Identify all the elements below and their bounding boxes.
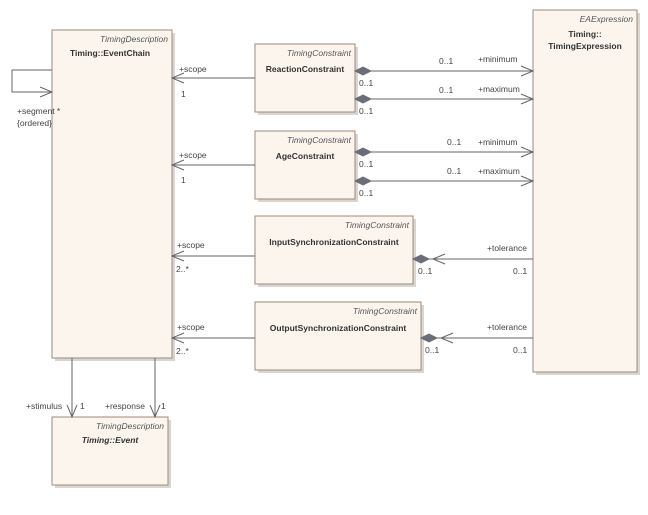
input-scope-mult: 2..*	[176, 264, 189, 274]
event-stereotype: TimingDescription	[96, 421, 164, 431]
output-tolerance-mult-source: 0..1	[425, 345, 439, 355]
timing-expression-name-line1: Timing::	[568, 29, 602, 39]
reaction-constraint-stereotype: TimingConstraint	[287, 48, 352, 58]
association-stimulus[interactable]: +stimulus 1	[26, 358, 85, 419]
age-scope-mult: 1	[181, 175, 186, 185]
stimulus-role: +stimulus	[26, 401, 62, 411]
reaction-scope-mult: 1	[181, 89, 186, 99]
output-scope-mult: 2..*	[176, 346, 189, 356]
class-reaction-constraint[interactable]: TimingConstraint ReactionConstraint	[254, 43, 358, 115]
association-reaction-maximum[interactable]: 0..1 +maximum 0..1	[353, 84, 535, 116]
class-input-synchronization-constraint[interactable]: TimingConstraint InputSynchronizationCon…	[254, 215, 416, 287]
class-output-synchronization-constraint[interactable]: TimingConstraint OutputSynchronizationCo…	[254, 301, 424, 373]
class-timing-expression[interactable]: EAExpression Timing:: TimingExpression	[532, 9, 640, 375]
stimulus-mult: 1	[80, 401, 85, 411]
association-output-scope[interactable]: +scope 2..*	[170, 322, 255, 356]
age-constraint-name: AgeConstraint	[276, 151, 335, 161]
age-minimum-role: +minimum	[478, 137, 517, 147]
input-tolerance-mult-target: 0..1	[513, 266, 527, 276]
age-constraint-stereotype: TimingConstraint	[287, 135, 352, 145]
age-minimum-mult-source: 0..1	[359, 159, 373, 169]
input-tolerance-role: +tolerance	[487, 243, 527, 253]
input-sync-constraint-name: InputSynchronizationConstraint	[269, 237, 399, 247]
age-maximum-mult-target: 0..1	[447, 166, 461, 176]
reaction-maximum-mult-source: 0..1	[359, 106, 373, 116]
association-age-maximum[interactable]: 0..1 +maximum 0..1	[353, 166, 535, 198]
association-age-minimum[interactable]: 0..1 +minimum 0..1	[353, 137, 535, 169]
reaction-scope-role: +scope	[179, 64, 207, 74]
reaction-minimum-role: +minimum	[478, 54, 517, 64]
class-event[interactable]: TimingDescription Timing::Event	[51, 416, 171, 488]
association-input-scope[interactable]: +scope 2..*	[170, 240, 255, 274]
association-response[interactable]: +response 1	[105, 358, 166, 419]
reaction-minimum-mult-target: 0..1	[439, 56, 453, 66]
output-tolerance-role: +tolerance	[487, 322, 527, 332]
age-maximum-mult-source: 0..1	[359, 188, 373, 198]
age-maximum-role: +maximum	[478, 166, 520, 176]
age-scope-role: +scope	[179, 150, 207, 160]
segment-modifier: {ordered}	[17, 118, 52, 128]
association-age-scope[interactable]: +scope 1	[170, 150, 255, 185]
association-output-tolerance[interactable]: +tolerance 0..1 0..1	[419, 322, 533, 355]
input-tolerance-mult-source: 0..1	[418, 266, 432, 276]
event-chain-name: Timing::EventChain	[70, 48, 150, 58]
response-mult: 1	[161, 401, 166, 411]
reaction-maximum-mult-target: 0..1	[439, 85, 453, 95]
event-name: Timing::Event	[82, 435, 140, 445]
input-scope-role: +scope	[177, 240, 205, 250]
class-age-constraint[interactable]: TimingConstraint AgeConstraint	[254, 130, 358, 202]
reaction-maximum-role: +maximum	[478, 84, 520, 94]
timing-expression-stereotype: EAExpression	[580, 14, 634, 24]
output-scope-role: +scope	[177, 322, 205, 332]
association-segment[interactable]: +segment * {ordered}	[11, 69, 61, 128]
association-reaction-minimum[interactable]: 0..1 +minimum 0..1	[353, 54, 535, 88]
reaction-constraint-name: ReactionConstraint	[266, 64, 345, 74]
class-event-chain[interactable]: TimingDescription Timing::EventChain	[51, 29, 175, 361]
output-sync-constraint-name: OutputSynchronizationConstraint	[270, 323, 407, 333]
output-sync-constraint-stereotype: TimingConstraint	[353, 306, 418, 316]
reaction-minimum-mult-source: 0..1	[359, 78, 373, 88]
age-minimum-mult-target: 0..1	[447, 137, 461, 147]
association-input-tolerance[interactable]: +tolerance 0..1 0..1	[411, 243, 533, 276]
association-reaction-scope[interactable]: +scope 1	[170, 64, 255, 99]
output-tolerance-mult-target: 0..1	[513, 345, 527, 355]
segment-role: +segment *	[17, 106, 61, 116]
event-chain-stereotype: TimingDescription	[100, 34, 168, 44]
input-sync-constraint-stereotype: TimingConstraint	[345, 220, 410, 230]
response-role: +response	[105, 401, 145, 411]
timing-expression-name-line2: TimingExpression	[548, 41, 622, 51]
